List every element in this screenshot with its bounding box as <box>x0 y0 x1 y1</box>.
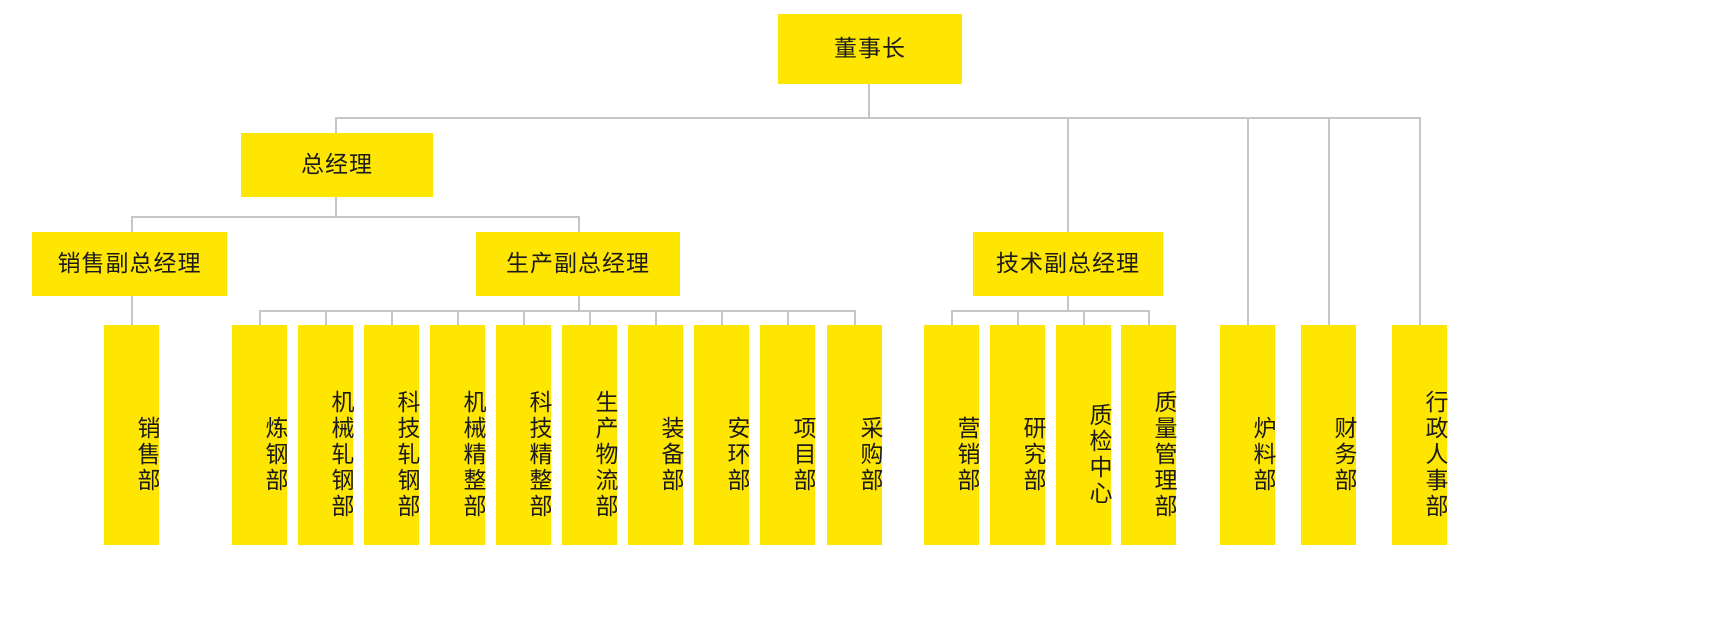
connector-drop-finance-dept <box>1328 117 1330 325</box>
node-steelmaking-dept-label: 炼钢部 <box>262 416 288 494</box>
connector-drop-procurement-dept <box>854 310 856 325</box>
connector-drop-steelmaking-dept <box>259 310 261 325</box>
node-tech-finishing-dept[interactable]: 科技精整部 <box>496 325 552 545</box>
connector-drop-quality-management-dept <box>1148 310 1150 325</box>
connector-drop-tech-finishing-dept <box>523 310 525 325</box>
connector-general-manager-stem <box>335 197 337 217</box>
connector-drop-mechanical-finishing-dept <box>457 310 459 325</box>
node-research-dept[interactable]: 研究部 <box>990 325 1046 545</box>
connector-drop-sales-vp <box>131 216 133 233</box>
node-marketing-dept[interactable]: 营销部 <box>924 325 980 545</box>
node-marketing-dept-label: 营销部 <box>954 416 980 494</box>
node-tech-rolling-dept[interactable]: 科技轧钢部 <box>364 325 420 545</box>
node-chairman-label: 董事长 <box>834 35 906 62</box>
node-production-logistics-dept[interactable]: 生产物流部 <box>562 325 618 545</box>
connector-general-manager-bus <box>131 216 580 218</box>
node-steelmaking-dept[interactable]: 炼钢部 <box>232 325 288 545</box>
node-mechanical-rolling-dept-label: 机械轧钢部 <box>328 390 354 520</box>
connector-drop-project-dept <box>787 310 789 325</box>
node-tech-finishing-dept-label: 科技精整部 <box>526 390 552 520</box>
node-finance-dept-label: 财务部 <box>1331 416 1357 494</box>
connector-drop-research-dept <box>1017 310 1019 325</box>
connector-drop-equipment-dept <box>655 310 657 325</box>
node-mechanical-finishing-dept-label: 机械精整部 <box>460 390 486 520</box>
node-quality-inspection-center[interactable]: 质检中心 <box>1056 325 1112 545</box>
connector-chairman-stem <box>868 84 870 118</box>
node-furnace-charge-dept[interactable]: 炉料部 <box>1220 325 1276 545</box>
node-procurement-dept[interactable]: 采购部 <box>827 325 883 545</box>
node-chairman[interactable]: 董事长 <box>778 14 962 84</box>
connector-drop-furnace-charge-dept <box>1247 117 1249 325</box>
connector-drop-administration-hr-dept <box>1419 117 1421 325</box>
connector-drop-safety-environment-dept <box>721 310 723 325</box>
connector-drop-marketing-dept <box>951 310 953 325</box>
node-sales-vp-label: 销售副总经理 <box>57 250 202 277</box>
node-quality-management-dept-label: 质量管理部 <box>1151 390 1177 520</box>
connector-production-vp-stem <box>578 296 580 311</box>
node-quality-management-dept[interactable]: 质量管理部 <box>1121 325 1177 545</box>
node-technical-vp-label: 技术副总经理 <box>996 250 1140 277</box>
node-procurement-dept-label: 采购部 <box>857 416 883 494</box>
node-production-logistics-dept-label: 生产物流部 <box>592 390 618 520</box>
node-production-vp-label: 生产副总经理 <box>506 250 650 277</box>
node-general-manager[interactable]: 总经理 <box>241 133 433 197</box>
node-sales-dept-label: 销售部 <box>134 416 160 494</box>
connector-drop-general-manager <box>335 117 337 134</box>
connector-drop-tech-rolling-dept <box>391 310 393 325</box>
node-sales-vp[interactable]: 销售副总经理 <box>32 232 227 296</box>
node-administration-hr-dept-label: 行政人事部 <box>1422 390 1448 520</box>
node-equipment-dept-label: 装备部 <box>658 416 684 494</box>
node-research-dept-label: 研究部 <box>1020 416 1046 494</box>
connector-drop-mechanical-rolling-dept <box>325 310 327 325</box>
connector-chairman-bus <box>335 117 1421 119</box>
node-technical-vp[interactable]: 技术副总经理 <box>973 232 1163 296</box>
connector-drop-production-vp <box>578 216 580 233</box>
node-quality-inspection-center-label: 质检中心 <box>1086 403 1112 507</box>
connector-drop-production-logistics-dept <box>589 310 591 325</box>
node-project-dept[interactable]: 项目部 <box>760 325 816 545</box>
node-equipment-dept[interactable]: 装备部 <box>628 325 684 545</box>
node-mechanical-rolling-dept[interactable]: 机械轧钢部 <box>298 325 354 545</box>
connector-technical-vp-bus <box>951 310 1149 312</box>
connector-sales-vp-stem <box>131 296 133 325</box>
node-general-manager-label: 总经理 <box>301 151 373 178</box>
node-safety-environment-dept-label: 安环部 <box>724 416 750 494</box>
node-tech-rolling-dept-label: 科技轧钢部 <box>394 390 420 520</box>
connector-technical-vp-stem <box>1067 296 1069 311</box>
connector-production-vp-bus <box>259 310 856 312</box>
node-production-vp[interactable]: 生产副总经理 <box>476 232 680 296</box>
node-sales-dept[interactable]: 销售部 <box>104 325 160 545</box>
connector-drop-technical-vp <box>1067 117 1069 233</box>
node-mechanical-finishing-dept[interactable]: 机械精整部 <box>430 325 486 545</box>
node-project-dept-label: 项目部 <box>790 416 816 494</box>
node-administration-hr-dept[interactable]: 行政人事部 <box>1392 325 1448 545</box>
node-safety-environment-dept[interactable]: 安环部 <box>694 325 750 545</box>
node-furnace-charge-dept-label: 炉料部 <box>1250 416 1276 494</box>
connector-drop-quality-inspection-center <box>1083 310 1085 325</box>
node-finance-dept[interactable]: 财务部 <box>1301 325 1357 545</box>
